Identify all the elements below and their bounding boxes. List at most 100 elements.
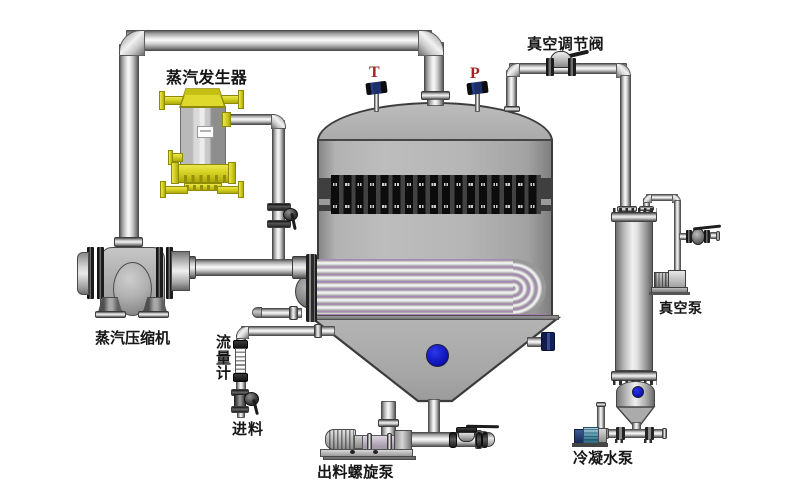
generator-pipe-elbow [271, 114, 286, 129]
discharge-valve-lever [465, 424, 500, 429]
generator-top-arm-left-flange [159, 91, 165, 110]
condenser-shell [615, 221, 653, 371]
pressure-instrument [466, 80, 489, 112]
compressor-flange-left-outer [87, 247, 94, 299]
condensate-pump-head [598, 428, 607, 443]
compressor-right-cylinder [171, 251, 190, 291]
vacuum-regulating-valve [540, 45, 595, 80]
receiver-flange-bolts-right [644, 439, 655, 443]
label-flow-meter: 流量计 [216, 334, 232, 382]
discharge-valve-flange-right1 [476, 432, 482, 448]
coil-head-flange [306, 254, 317, 322]
screw-pump-motor-fins [329, 430, 354, 449]
vacpump-valve-body [691, 228, 705, 245]
label-discharge-screw-pump: 出料螺旋泵 [317, 464, 395, 481]
steam-compressor [70, 230, 205, 325]
compressor-flange-left-inner [97, 247, 104, 299]
demister-band-teeth [331, 175, 541, 214]
temperature-stem [374, 93, 379, 112]
discharge-screw-pump [318, 425, 418, 460]
cone-side-flange [541, 332, 555, 351]
generator-downpipe [272, 120, 285, 260]
label-steam-generator: 蒸汽发生器 [166, 70, 248, 87]
label-steam-compressor: 蒸汽压缩机 [95, 330, 171, 347]
generator-header-flange-left [171, 162, 179, 184]
receiver-cone [616, 406, 656, 425]
compressor-flange-right-inner [156, 247, 163, 299]
generator-foot-ribs [186, 185, 220, 191]
vacpump-valve-flange-left [686, 230, 692, 243]
discharge-valve-flange-left [449, 432, 457, 448]
compressor-left-endcap [77, 252, 89, 295]
discharge-valve [446, 420, 502, 450]
vacuum-valve-flange-left [546, 58, 554, 76]
vacuum-pump [648, 265, 693, 295]
generator-bottom-arm-left-flange [160, 181, 166, 198]
generator-line-valve [263, 200, 299, 236]
demister-band-end-left [319, 199, 330, 205]
vacpump-valve-flange-right [704, 230, 710, 243]
compressor-foot-right [138, 311, 169, 318]
condenser-top-bolts [613, 208, 657, 213]
generator-header-ribs [176, 175, 231, 183]
label-vacuum-regulating-valve: 真空调节阀 [527, 36, 605, 53]
vacpump-pipe-elbow-left [643, 194, 652, 203]
receiver-pipe-cap-right [662, 428, 667, 439]
temperature-valve-body [365, 80, 388, 96]
sight-glass [426, 344, 449, 367]
label-feed-inlet: 进料 [232, 421, 265, 438]
feed-cone-collar [314, 324, 322, 338]
compressor-suction-flange [114, 237, 143, 247]
generator-nameplate-text-mark [200, 130, 211, 132]
label-temperature-tag: T [369, 64, 380, 81]
coil-head-stub-collar [289, 306, 298, 320]
temperature-instrument [365, 80, 388, 112]
vacpump-valve-endcap [716, 231, 720, 241]
discharge-valve-bonnet [458, 432, 475, 442]
generator-valve-flange-bottom [267, 220, 291, 228]
generator-side-nozzle-flange [168, 150, 173, 165]
main-loop-elbow-right [418, 30, 444, 56]
tank-inlet-neck [427, 99, 444, 106]
generator-bottom-arm-right-flange [238, 181, 244, 198]
pump-riser-collar [378, 419, 399, 427]
main-loop-top-run [126, 30, 432, 51]
vacuum-pump-motor-fins [655, 273, 668, 288]
feed-elbow [236, 326, 249, 339]
generator-nameplate [197, 126, 214, 138]
vacuum-pump-base-plate [649, 292, 690, 295]
condensate-pump-body-stripes [584, 429, 598, 442]
generator-valve-flange-top [267, 203, 291, 211]
condensate-pump [570, 424, 610, 448]
steam-generator [155, 85, 250, 200]
generator-top-cap [179, 88, 226, 108]
label-pressure-tag: P [470, 65, 480, 82]
vapor-line-dome-collar [504, 106, 520, 112]
vacuum-pump-valve [684, 222, 722, 246]
compressor-foot-left [95, 311, 126, 318]
flow-meter-bottom-fitting [233, 373, 248, 382]
demister-band [317, 175, 553, 214]
main-loop-riser-left [119, 44, 139, 240]
screw-pump-bolt-1 [350, 450, 355, 454]
generator-header-flange-right [228, 162, 236, 184]
label-condensate-pump: 冷凝水泵 [573, 450, 634, 467]
pressure-stem [475, 93, 480, 112]
feed-valve [228, 387, 264, 419]
compressor-flange-right-outer [166, 247, 173, 299]
condensate-pump-base [572, 443, 608, 447]
label-vacuum-pump: 真空泵 [659, 300, 703, 316]
screw-pump-bolt-2 [373, 450, 378, 454]
receiver-sight-glass [632, 386, 644, 398]
demister-band-end-right [541, 199, 551, 205]
receiver-pipe-flange-left [616, 427, 625, 440]
coil-head-stub-cap [252, 307, 262, 318]
receiver-pipe-flange-right [645, 427, 654, 440]
condensate-pump-pipe-cap [596, 402, 606, 407]
generator-top-arm-right-flange [238, 90, 244, 109]
cone-outlet-pipe [428, 399, 440, 435]
generator-outlet-flange [222, 112, 231, 127]
condensate-receiver [616, 381, 655, 408]
screw-pump-base-shadow [323, 456, 416, 460]
